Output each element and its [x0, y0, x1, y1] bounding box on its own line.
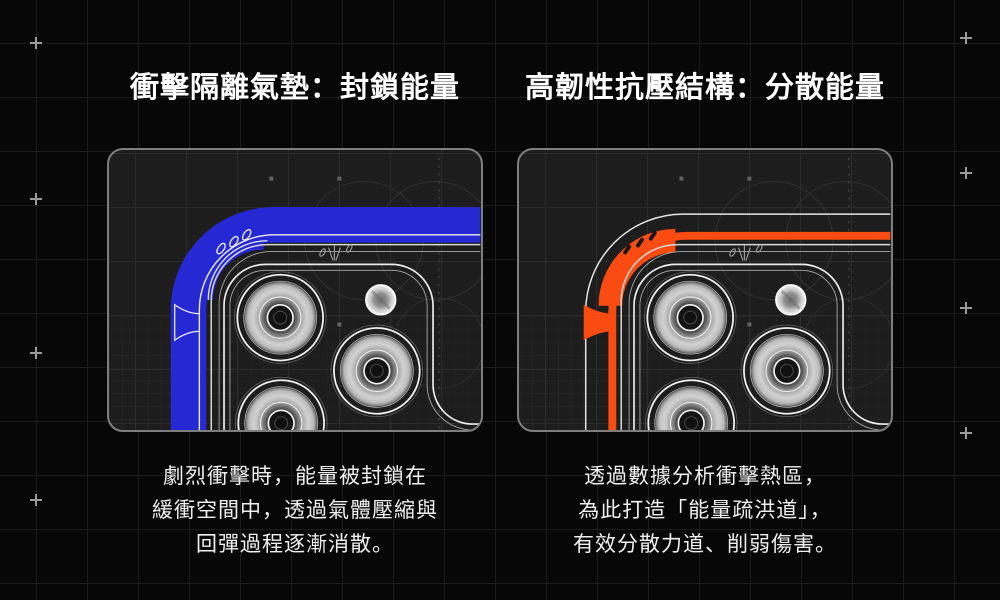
plus-marker — [960, 302, 972, 314]
panel-heading: 衝擊隔離氣墊：封鎖能量 — [129, 72, 460, 104]
corner-reinforcement — [598, 228, 676, 307]
plus-marker — [30, 193, 42, 205]
grip-cutouts — [623, 230, 657, 255]
phone-corner-illustration — [519, 157, 891, 430]
panel-pressure-structure: 高韌性抗壓結構：分散能量 透過數據分析衝擊熱區， — [517, 72, 893, 562]
plus-marker — [30, 494, 42, 506]
case-inner-contour — [198, 234, 481, 430]
plus-marker — [960, 32, 972, 44]
plus-marker — [30, 37, 42, 49]
plus-marker — [960, 167, 972, 179]
panel-description: 劇烈衝擊時，能量被封鎖在 緩衝空間中，透過氣體壓縮與 回彈過程逐漸消散。 — [107, 460, 483, 562]
plus-marker — [960, 427, 972, 439]
panel-impact-isolation: 衝擊隔離氣墊：封鎖能量 — [107, 72, 483, 562]
illustration-card-energy-channel — [517, 148, 893, 432]
description-line: 緩衝空間中，透過氣體壓縮與 — [152, 499, 438, 522]
panels-container: 衝擊隔離氣墊：封鎖能量 — [107, 72, 893, 562]
air-cushion-funnel-outline — [174, 303, 200, 342]
plus-marker — [30, 347, 42, 359]
corner-reinforcement-outline — [207, 240, 268, 300]
panel-description: 透過數據分析衝擊熱區， 為此打造「能量疏洪道」， 有效分散力道、削弱傷害。 — [517, 460, 893, 562]
case-outer-contour — [584, 213, 891, 430]
description-line: 劇烈衝擊時，能量被封鎖在 — [163, 465, 427, 488]
description-line: 有效分散力道、削弱傷害。 — [573, 533, 837, 556]
panel-heading: 高韌性抗壓結構：分散能量 — [524, 72, 885, 104]
energy-funnel — [583, 304, 613, 341]
phone-corner-illustration — [109, 157, 481, 430]
description-line: 回彈過程逐漸消散。 — [196, 533, 394, 556]
grip-cutouts — [216, 228, 252, 255]
description-line: 為此打造「能量疏洪道」， — [578, 499, 832, 522]
illustration-card-air-cushion — [107, 148, 483, 432]
description-line: 透過數據分析衝擊熱區， — [584, 465, 826, 488]
